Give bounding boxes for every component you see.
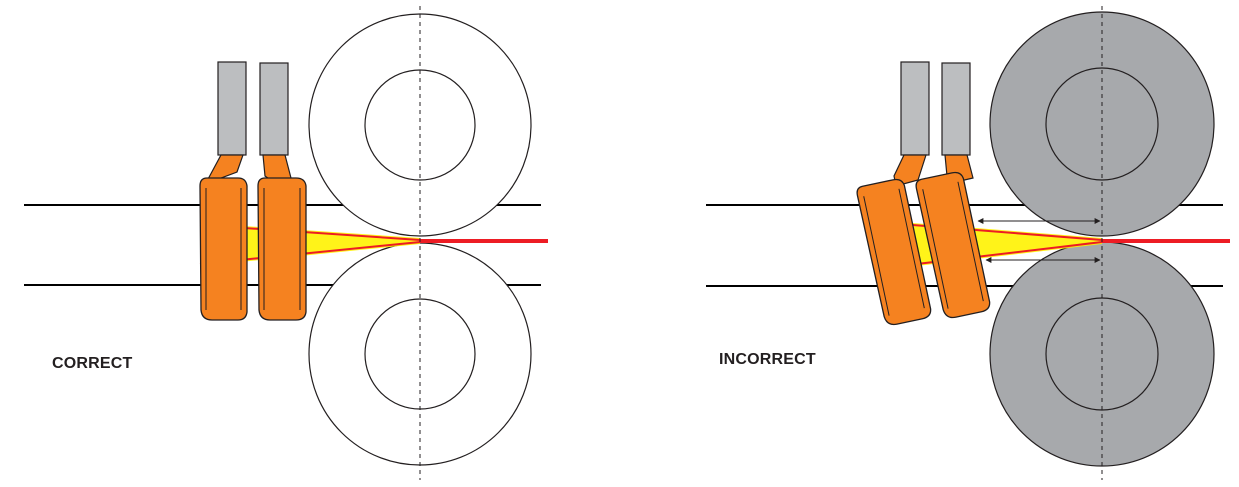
correct-induction-coil-2 xyxy=(257,177,307,321)
incorrect-label: INCORRECT xyxy=(719,351,816,368)
incorrect-lower-roll xyxy=(989,241,1215,467)
correct-induction-coil-1 xyxy=(199,177,248,321)
incorrect-induction-coil-2 xyxy=(915,171,991,319)
incorrect-coil-leads xyxy=(893,61,974,187)
correct-label: CORRECT xyxy=(52,355,133,372)
correct-coil-leads xyxy=(205,61,292,182)
correct-upper-roll xyxy=(308,13,532,237)
incorrect-upper-roll xyxy=(989,11,1215,237)
incorrect-panel xyxy=(706,6,1230,480)
incorrect-induction-coil-1 xyxy=(856,178,932,326)
correct-panel xyxy=(24,6,548,480)
correct-lower-roll xyxy=(308,242,532,466)
